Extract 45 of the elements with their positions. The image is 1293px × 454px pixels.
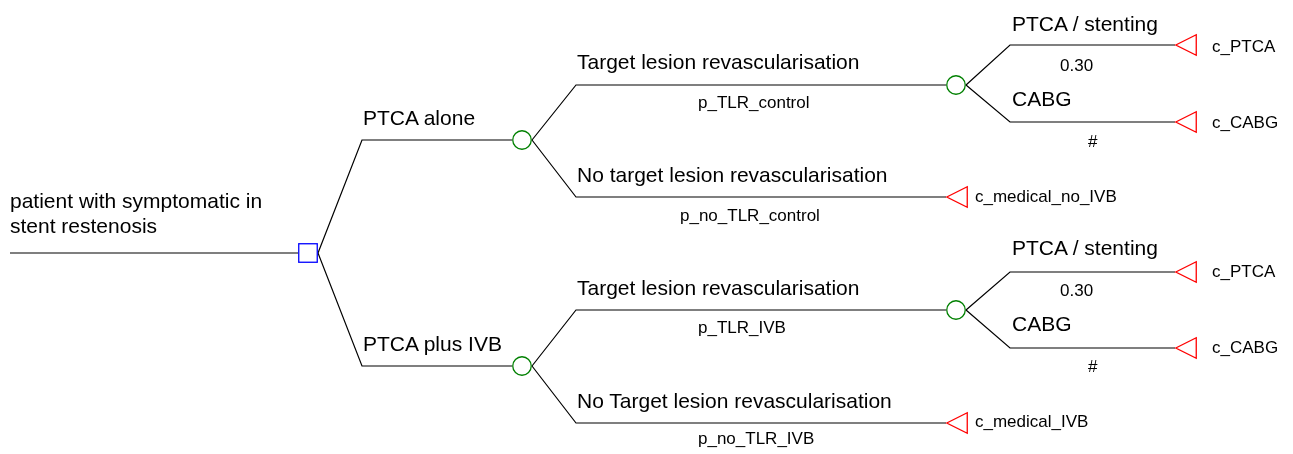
decision-node	[298, 243, 318, 263]
branch-line	[965, 309, 1176, 349]
terminal-node	[946, 412, 968, 434]
edge-label: PTCA alone	[363, 106, 476, 130]
probability-label: p_no_TLR_control	[680, 207, 820, 226]
edge-label: PTCA / stenting	[1012, 236, 1158, 260]
probability-label: 0.30	[1060, 57, 1094, 76]
probability-label: #	[1088, 358, 1098, 377]
branch-line	[965, 44, 1176, 86]
branch-line	[531, 365, 947, 424]
edge-label: Target lesion revascularisation	[577, 276, 860, 300]
probability-label: p_TLR_control	[698, 94, 810, 113]
terminal-node	[1175, 261, 1197, 283]
edge-label: No Target lesion revascularisation	[577, 389, 892, 413]
branch-line	[965, 271, 1176, 311]
payoff-label: c_CABG	[1212, 114, 1279, 133]
chance-node	[512, 356, 532, 376]
chance-node	[512, 130, 532, 150]
branch-line	[531, 139, 947, 198]
payoff-label: c_medical_IVB	[975, 413, 1089, 432]
payoff-label: c_PTCA	[1212, 263, 1276, 282]
branch-line	[9, 252, 299, 254]
edge-label: CABG	[1012, 87, 1072, 111]
chance-node	[946, 300, 966, 320]
payoff-label: c_medical_no_IVB	[975, 188, 1117, 207]
branch-line	[531, 309, 947, 367]
root-label: patient with symptomatic in stent restenosis	[10, 188, 265, 253]
edge-label: PTCA plus IVB	[363, 332, 502, 356]
probability-label: p_no_TLR_IVB	[698, 430, 815, 449]
payoff-label: c_PTCA	[1212, 38, 1276, 57]
edge-label: No target lesion revascularisation	[577, 163, 888, 187]
payoff-label: c_CABG	[1212, 339, 1279, 358]
probability-label: 0.30	[1060, 282, 1094, 301]
probability-label: #	[1088, 133, 1098, 152]
chance-node	[946, 75, 966, 95]
terminal-node	[1175, 337, 1197, 359]
terminal-node	[1175, 34, 1197, 56]
branch-line	[965, 84, 1176, 123]
edge-label: Target lesion revascularisation	[577, 50, 860, 74]
terminal-node	[1175, 111, 1197, 133]
branch-line	[531, 84, 947, 141]
probability-label: p_TLR_IVB	[698, 319, 786, 338]
edge-label: PTCA / stenting	[1012, 12, 1158, 36]
edge-label: CABG	[1012, 312, 1072, 336]
terminal-node	[946, 186, 968, 208]
